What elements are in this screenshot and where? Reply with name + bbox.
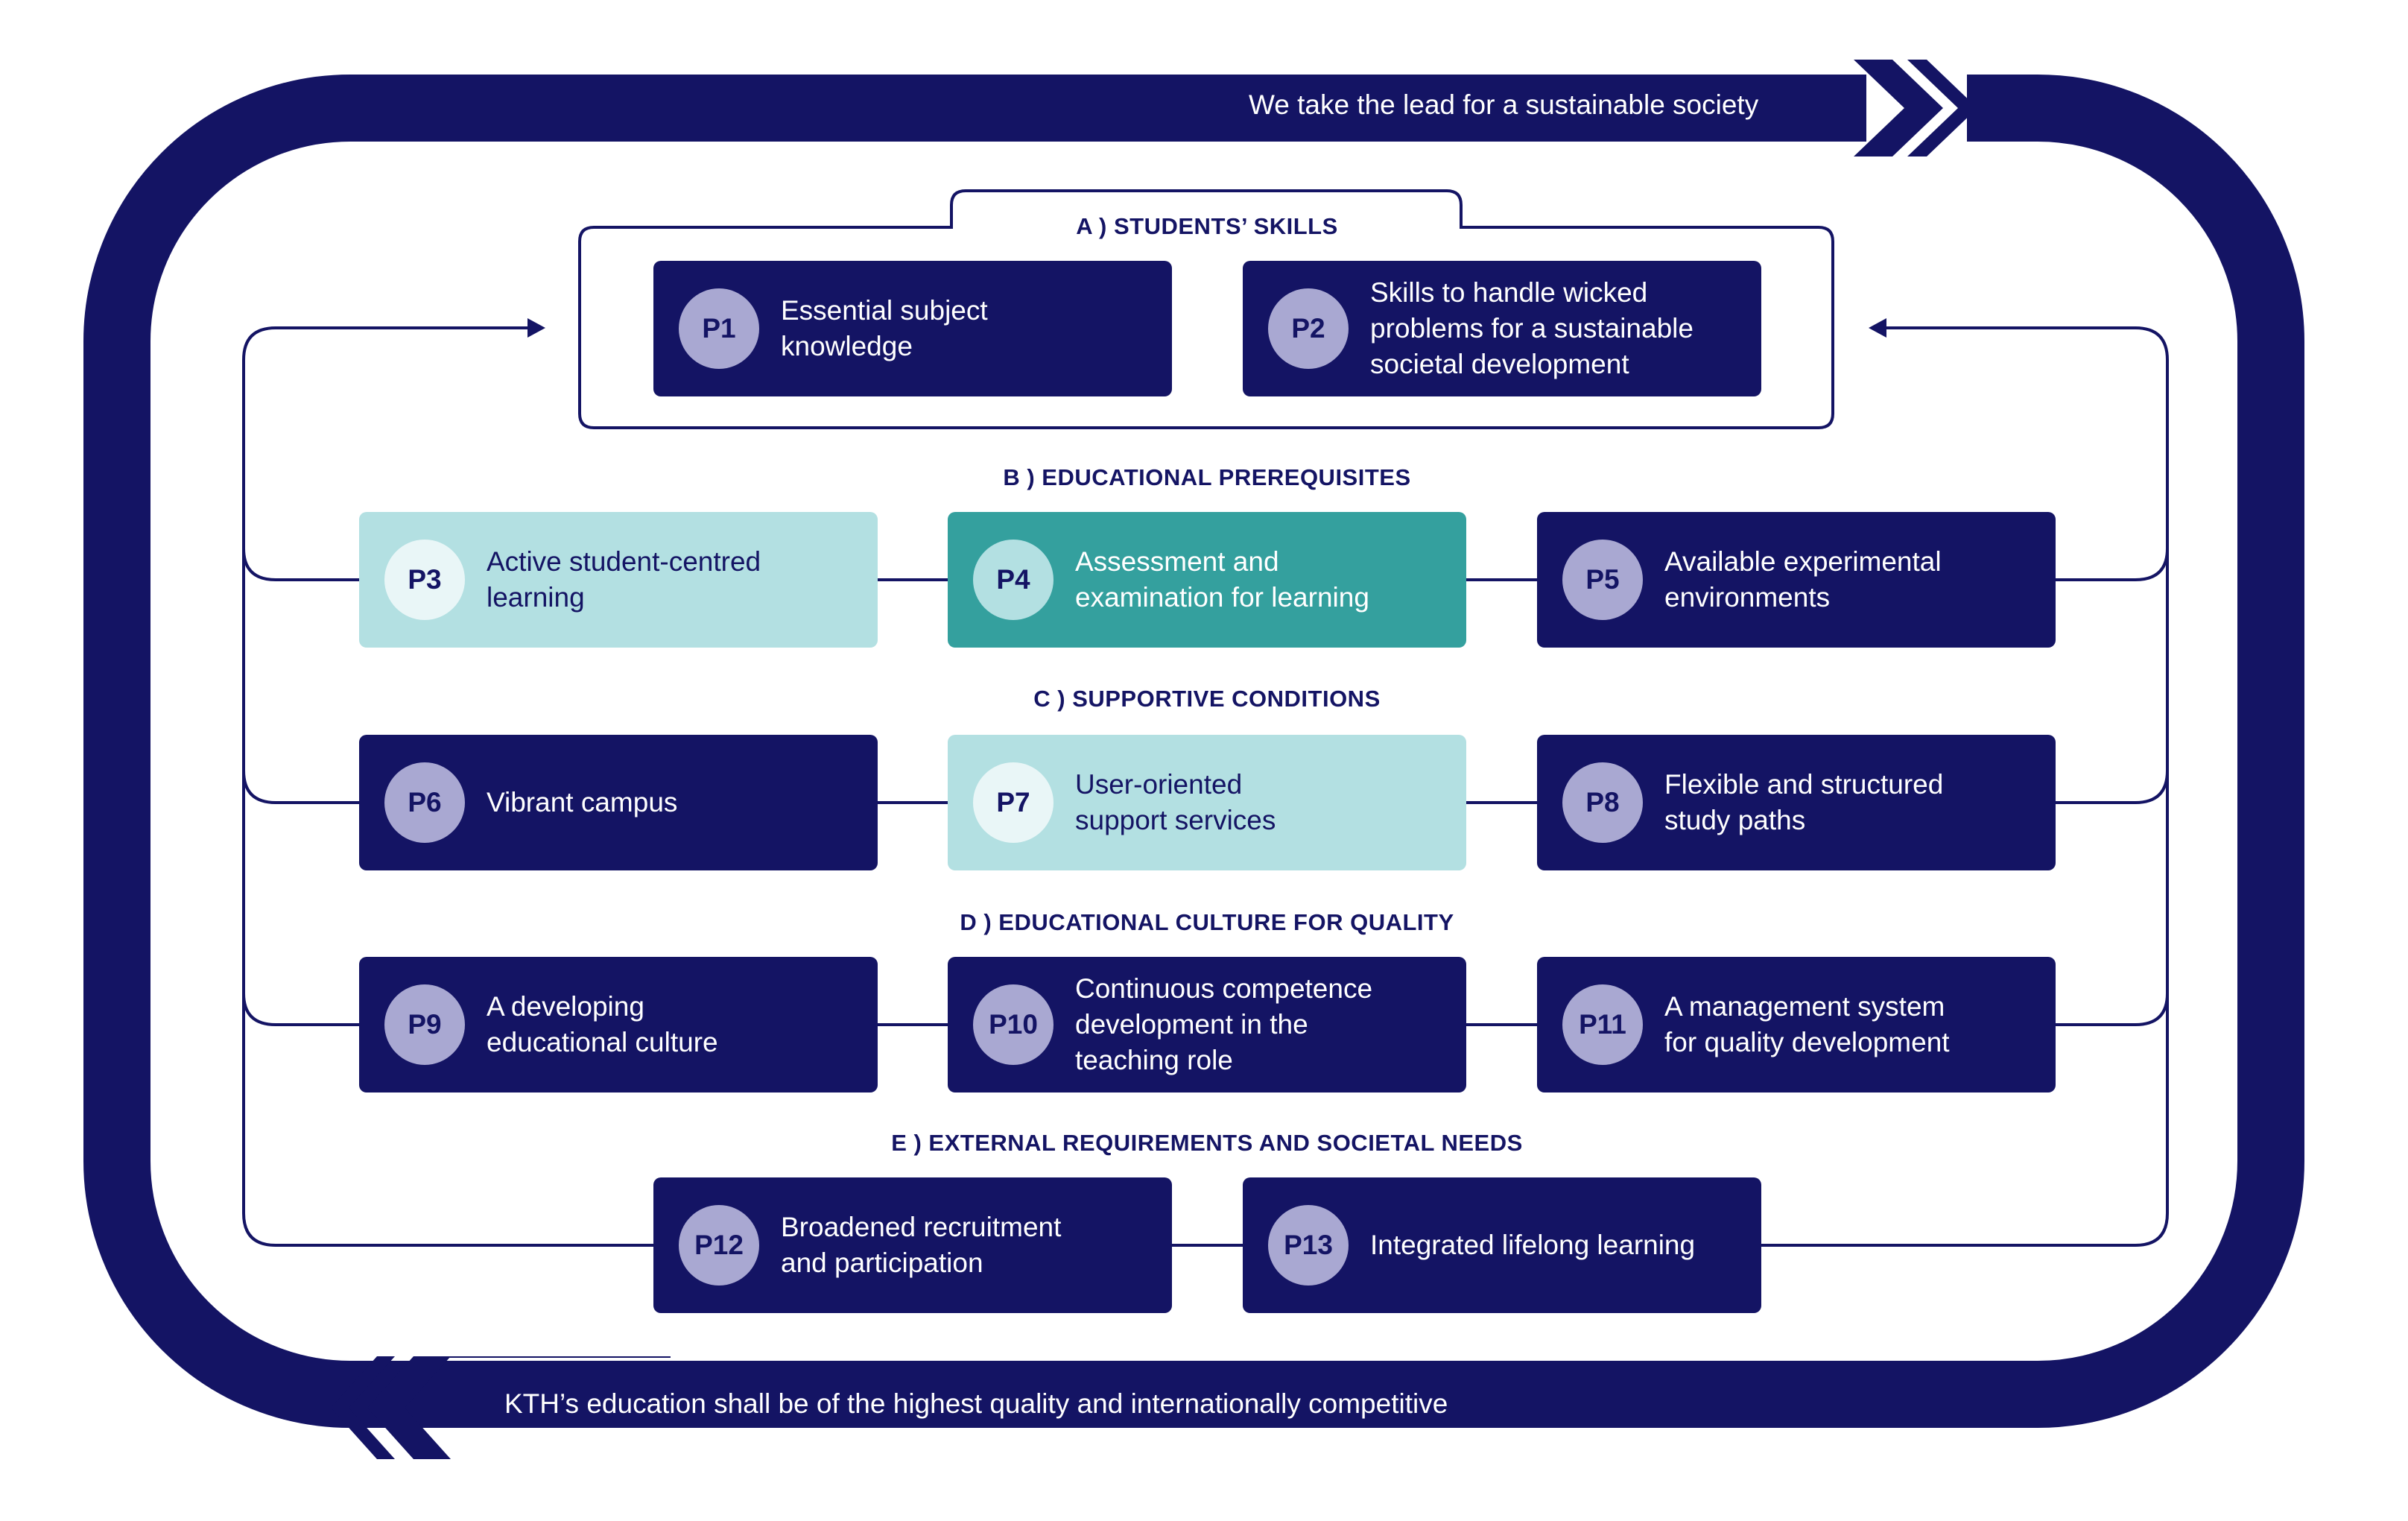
principle-text: A developing educational culture <box>487 991 718 1057</box>
principle-badge: P12 <box>679 1205 759 1286</box>
principle-card-p13: P13 Integrated lifelong learning <box>1243 1177 1761 1313</box>
section-d-label: D ) EDUCATIONAL CULTURE FOR QUALITY <box>960 909 1454 935</box>
principle-badge: P8 <box>1562 762 1643 843</box>
right-feedback-arrowhead <box>1869 318 1886 338</box>
principle-badge: P5 <box>1562 540 1643 620</box>
top-arrowhead <box>1854 60 1943 156</box>
principle-badge: P2 <box>1268 288 1349 369</box>
principle-badge: P11 <box>1562 984 1643 1065</box>
bottom-arrowhead <box>367 1356 451 1459</box>
principle-badge: P13 <box>1268 1205 1349 1286</box>
principle-card-p3: P3 Active student-centred learning <box>359 512 878 648</box>
principle-badge: P9 <box>384 984 465 1065</box>
right-feedback-lines <box>1760 326 2169 1247</box>
principle-badge: P10 <box>973 984 1054 1065</box>
principle-badge: P3 <box>384 540 465 620</box>
principle-card-p4: P4 Assessment and examination for learni… <box>948 512 1466 648</box>
left-feedback-lines <box>242 326 656 1247</box>
principle-text: Continuous competence development in the… <box>1075 973 1373 1075</box>
principle-text: Vibrant campus <box>487 787 678 818</box>
section-c-label: C ) SUPPORTIVE CONDITIONS <box>1033 686 1381 712</box>
principle-text: User-oriented support services <box>1075 769 1276 835</box>
principle-text: Available experimental environments <box>1664 546 1942 613</box>
cycle-band <box>83 75 2304 1428</box>
principle-text: Integrated lifelong learning <box>1370 1230 1696 1260</box>
section-e-label: E ) EXTERNAL REQUIREMENTS AND SOCIETAL N… <box>891 1130 1523 1156</box>
section-b-label: B ) EDUCATIONAL PREREQUISITES <box>1003 464 1411 490</box>
bottom-band-text: KTH’s education shall be of the highest … <box>504 1388 1448 1419</box>
principle-card-p7: P7 User-oriented support services <box>948 735 1466 870</box>
top-arrowhead-outline <box>1907 60 1977 156</box>
principle-text: Flexible and structured study paths <box>1664 769 1944 835</box>
principle-badge: P1 <box>679 288 759 369</box>
principle-card-p2: P2 Skills to handle wicked problems for … <box>1243 261 1761 396</box>
principle-card-p9: P9 A developing educational culture <box>359 957 878 1092</box>
section-a-label: A ) STUDENTS’ SKILLS <box>1076 213 1338 239</box>
principle-card-p11: P11 A management system for quality deve… <box>1537 957 2056 1092</box>
principle-text: Active student-centred learning <box>487 546 761 613</box>
principle-badge: P7 <box>973 762 1054 843</box>
principle-card-p1: P1 Essential subject knowledge <box>653 261 1172 396</box>
principle-card-p10: P10 Continuous competence development in… <box>948 957 1466 1092</box>
top-band-text: We take the lead for a sustainable socie… <box>1249 89 1759 120</box>
section-a-frame <box>578 189 1834 429</box>
principle-badge: P4 <box>973 540 1054 620</box>
principle-card-p5: P5 Available experimental environments <box>1537 512 2056 648</box>
principle-badge: P6 <box>384 762 465 843</box>
left-feedback-arrowhead <box>527 318 545 338</box>
card-connectors <box>878 578 1537 1247</box>
principle-text: A management system for quality developm… <box>1664 991 1950 1057</box>
principle-text: Broadened recruitment and participation <box>781 1212 1062 1278</box>
principle-card-p6: P6 Vibrant campus <box>359 735 878 870</box>
principle-text: Skills to handle wicked problems for a s… <box>1370 277 1693 379</box>
bottom-arrowhead-outline <box>331 1356 395 1459</box>
principle-card-p12: P12 Broadened recruitment and participat… <box>653 1177 1172 1313</box>
principle-card-p8: P8 Flexible and structured study paths <box>1537 735 2056 870</box>
principle-text: Assessment and examination for learning <box>1075 546 1369 613</box>
principle-text: Essential subject knowledge <box>781 295 988 361</box>
